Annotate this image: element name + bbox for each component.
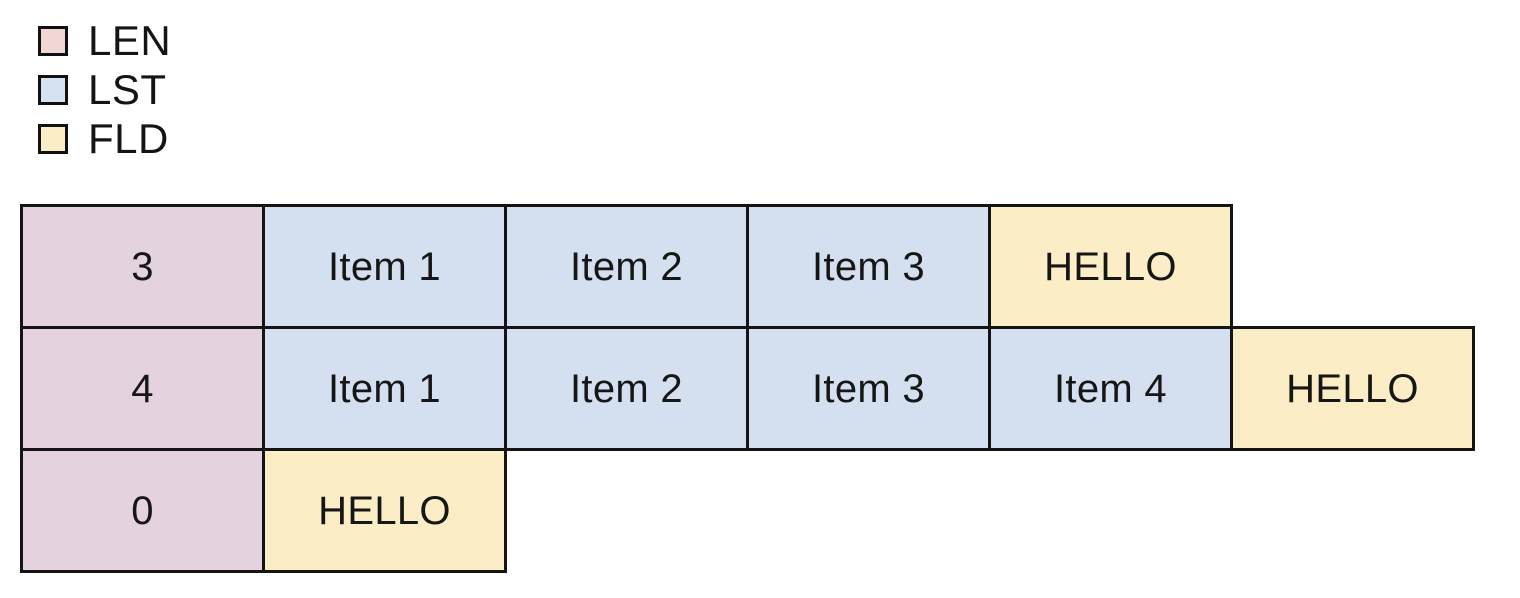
table-cell-lst: Item 4 <box>988 326 1233 451</box>
table-cell-lst: Item 3 <box>746 326 991 451</box>
table-cell-len: 3 <box>20 204 265 329</box>
table-cell-len: 0 <box>20 448 265 573</box>
table-cell-fld: HELLO <box>1230 326 1475 451</box>
legend-item-label: FLD <box>88 115 169 162</box>
legend-item-label: LEN <box>88 17 172 64</box>
legend-item-fld: FLD <box>38 116 358 173</box>
table-cell-lst: Item 1 <box>262 204 507 329</box>
legend-swatch-icon <box>38 124 68 154</box>
legend-swatch-icon <box>38 26 68 56</box>
table-cell-len: 4 <box>20 326 265 451</box>
legend-item-label: LST <box>88 66 167 113</box>
table-cell-fld: HELLO <box>988 204 1233 329</box>
table-cell-lst: Item 2 <box>504 326 749 451</box>
legend-item-len: LEN <box>38 18 358 75</box>
legend-item-lst: LST <box>38 67 358 124</box>
table-cell-lst: Item 2 <box>504 204 749 329</box>
table-cell-lst: Item 1 <box>262 326 507 451</box>
table-cell-lst: Item 3 <box>746 204 991 329</box>
table-cell-fld: HELLO <box>262 448 507 573</box>
legend-swatch-icon <box>38 75 68 105</box>
